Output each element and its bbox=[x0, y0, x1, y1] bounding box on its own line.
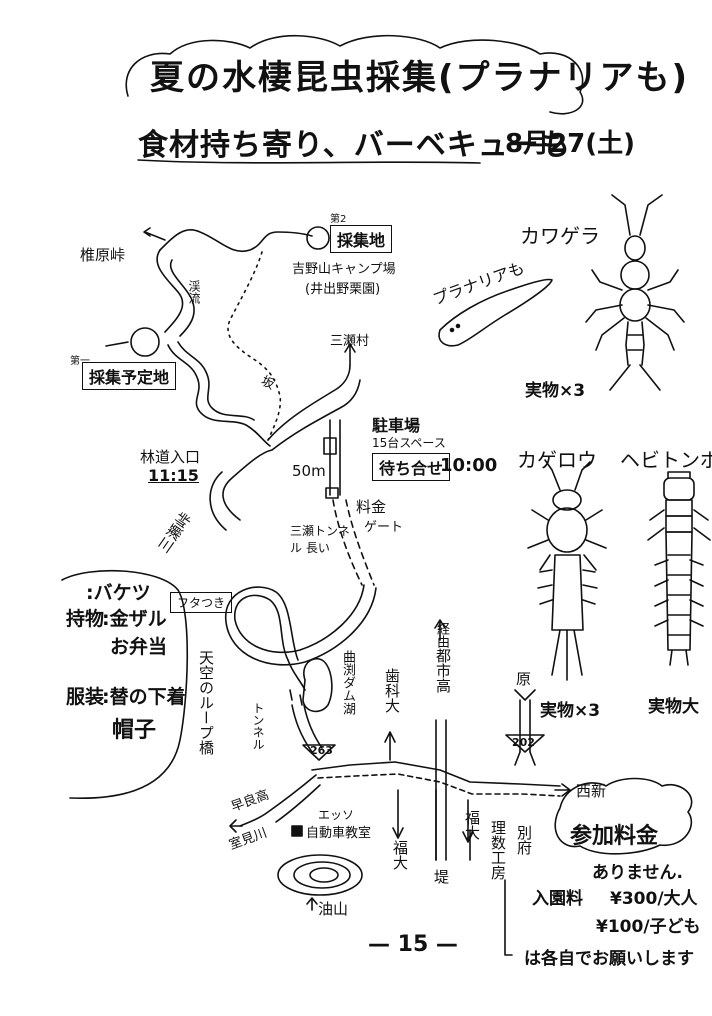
mitsusegawa-label: 三瀬村 bbox=[330, 334, 370, 349]
items-value: :金ザル bbox=[102, 608, 167, 630]
dam-lake bbox=[302, 658, 333, 713]
fee-bubble bbox=[554, 777, 693, 855]
via-label: 経由 bbox=[434, 622, 449, 648]
toshin-label: 都市高 bbox=[434, 648, 452, 693]
dental-label: 歯科大 bbox=[383, 668, 401, 713]
subtitle-underline bbox=[137, 159, 481, 164]
site2-tag: 第2 bbox=[330, 214, 347, 225]
aburayama-label: 油山 bbox=[318, 900, 349, 918]
fukudai2-label: 福大 bbox=[463, 810, 481, 840]
belongings-bubble bbox=[61, 569, 189, 800]
distance-label: 50m bbox=[292, 462, 326, 480]
kawagera-label: カワゲラ bbox=[520, 224, 600, 248]
eneos-label: エッソ bbox=[318, 808, 355, 822]
tunnel-long-label: 三瀬トンネル 長い bbox=[290, 524, 350, 555]
kagerou-drawing bbox=[527, 459, 607, 681]
loop-bridge bbox=[234, 584, 365, 691]
fee-child: ¥100/子ども bbox=[596, 917, 701, 937]
hebitonbo-drawing bbox=[647, 471, 711, 666]
meet-time: 10:00 bbox=[440, 455, 498, 476]
clothes-label: 服装 bbox=[66, 686, 105, 708]
parking-spaces: 15台スペース bbox=[372, 436, 446, 450]
forest-road-label: 林道入口 bbox=[140, 448, 201, 466]
page-number: — 15 — bbox=[368, 932, 458, 957]
route263-label: 263 bbox=[310, 744, 333, 757]
bucket-item: :バケツ bbox=[86, 582, 151, 604]
stream-label: 渓流 bbox=[187, 280, 201, 304]
route-202 bbox=[519, 699, 531, 753]
planaria-drawing bbox=[438, 278, 553, 347]
gate-label: ゲート bbox=[364, 520, 404, 535]
parking-box bbox=[323, 437, 337, 455]
hara-label: 原 bbox=[516, 670, 532, 688]
fee-note: は各自でお願いします bbox=[524, 949, 694, 969]
lunch-item: お弁当 bbox=[110, 636, 168, 658]
fee-none: ありません. bbox=[592, 863, 683, 883]
tunnel-label: トンネル bbox=[251, 702, 265, 750]
forest-time: 11:15 bbox=[148, 466, 199, 485]
hebitonbo-label: ヘビトンボ bbox=[620, 448, 712, 472]
nishishin-label: 西新 bbox=[576, 782, 607, 800]
site1-marker bbox=[130, 327, 160, 357]
clothes-value: :替の下着 bbox=[102, 686, 186, 708]
fee-title: 参加料金 bbox=[570, 824, 659, 849]
kagerou-spec: 実物×3 bbox=[540, 701, 601, 721]
fee-entry: 入園料 bbox=[532, 889, 583, 909]
meet-label: 待ち合せ bbox=[372, 453, 451, 481]
items-label: 持物 bbox=[66, 608, 105, 630]
mountain-road bbox=[159, 228, 313, 253]
parking-label: 駐車場 bbox=[372, 416, 421, 435]
aburayama-contour bbox=[277, 854, 363, 896]
science-label: 理数工房 bbox=[489, 820, 507, 880]
event-date: 8月27(土) bbox=[505, 129, 636, 159]
site1-label: 採集予定地 bbox=[82, 362, 177, 390]
tunnel-road bbox=[332, 499, 363, 586]
fee-adult: ¥300/大人 bbox=[610, 889, 698, 909]
toll-gate bbox=[325, 487, 339, 499]
beppu-label: 別府 bbox=[515, 825, 533, 855]
event-title: 夏の水棲昆虫採集(プラナリアも) bbox=[150, 58, 690, 98]
kawagera-spec: 実物×3 bbox=[525, 381, 586, 401]
site1-tag: 第一 bbox=[70, 356, 90, 367]
school-marker bbox=[291, 825, 303, 837]
trail-dotted bbox=[227, 251, 282, 441]
road-south bbox=[222, 449, 273, 521]
kagerou-label: カゲロウ bbox=[517, 448, 597, 472]
toll-label: 料金 bbox=[356, 498, 387, 516]
fukudai-label: 福大 bbox=[391, 840, 409, 870]
loop-bridge-label: 天空のループ橋 bbox=[197, 650, 215, 755]
shiihara-label: 椎原峠 bbox=[80, 246, 126, 264]
bucket-note: フタつき bbox=[170, 592, 233, 613]
road-forest bbox=[267, 364, 351, 441]
route-main bbox=[311, 761, 561, 787]
site2-marker bbox=[306, 226, 330, 250]
kawagera-drawing bbox=[585, 194, 685, 391]
camp-label: 吉野山キャンプ場 bbox=[292, 262, 396, 277]
stream-line bbox=[167, 344, 271, 447]
site2-label: 採集地 bbox=[330, 225, 393, 253]
hebitonbo-spec: 実物大 bbox=[648, 697, 699, 717]
event-subtitle: 食材持ち寄り、バーベキューも bbox=[138, 128, 571, 163]
lake-label: 曲渕ダム湖 bbox=[340, 650, 355, 715]
tsutsumi-label: 堤 bbox=[434, 868, 450, 886]
route202-label: 202 bbox=[512, 736, 535, 749]
school-label: 自動車教室 bbox=[306, 826, 372, 841]
camp-sub-label: (井出野栗園) bbox=[305, 282, 381, 297]
title-cloud bbox=[125, 34, 584, 115]
hat-item: 帽子 bbox=[112, 718, 157, 743]
